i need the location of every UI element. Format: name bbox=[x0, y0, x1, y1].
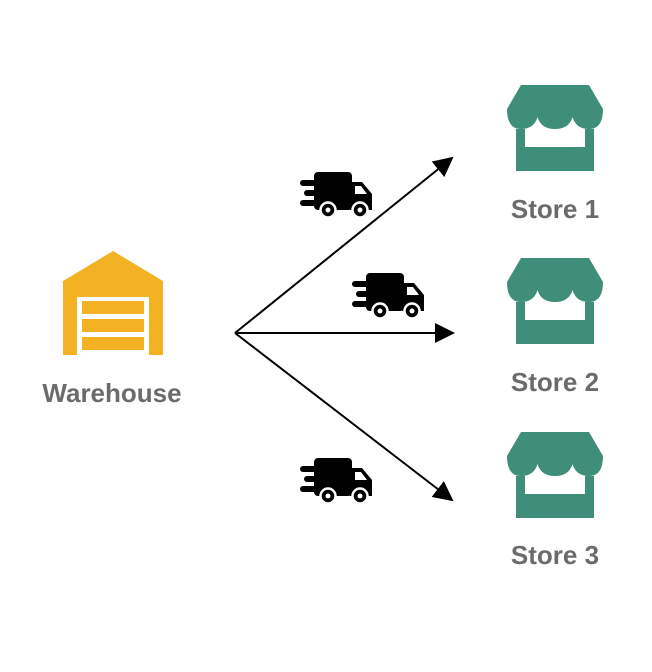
store-2-label: Store 2 bbox=[510, 367, 600, 397]
warehouse-label: Warehouse bbox=[42, 378, 182, 408]
delivery-truck-icon bbox=[298, 456, 374, 505]
delivery-arrows bbox=[234, 156, 455, 502]
store-1-label: Store 1 bbox=[510, 194, 600, 224]
delivery-truck-icon bbox=[350, 271, 426, 320]
delivery-truck-icon bbox=[298, 170, 374, 219]
store-icon bbox=[507, 258, 603, 344]
arrow-to-store-1 bbox=[234, 156, 454, 334]
store-icon bbox=[507, 85, 603, 171]
warehouse-icon bbox=[63, 251, 163, 355]
store-3-label: Store 3 bbox=[510, 540, 600, 570]
arrow-to-store-3 bbox=[234, 332, 454, 502]
store-icon bbox=[507, 432, 603, 518]
